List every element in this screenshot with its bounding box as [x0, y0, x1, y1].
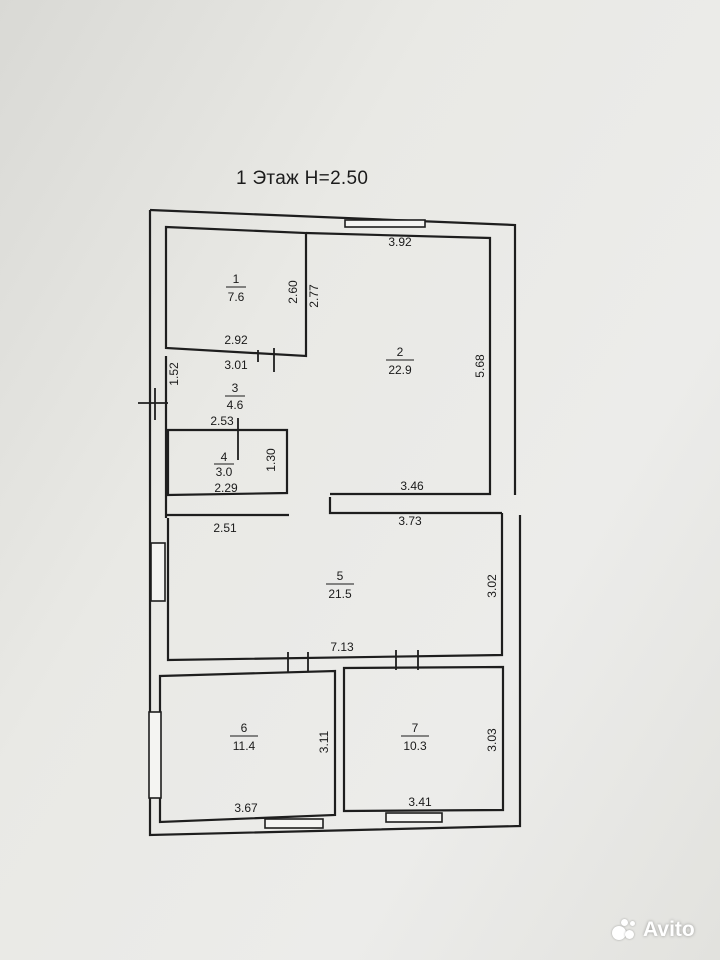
- avito-text: Avito: [643, 918, 695, 941]
- dim-2-29: 2.29: [214, 481, 238, 495]
- dim-2-92: 2.92: [224, 333, 248, 347]
- window-bottom-left: [264, 818, 324, 829]
- avito-watermark: Avito: [612, 918, 695, 942]
- window-room-6: [148, 711, 162, 799]
- partition-right: [328, 497, 502, 515]
- room-5-walls: [166, 513, 504, 662]
- dim-2-60: 2.60: [286, 280, 300, 304]
- dim-3-02: 3.02: [485, 574, 499, 598]
- dim-3-92: 3.92: [388, 235, 412, 249]
- dim-2-53: 2.53: [210, 414, 234, 428]
- dim-3-73: 3.73: [398, 514, 422, 528]
- room-2-walls: [305, 231, 492, 496]
- dim-3-46: 3.46: [400, 479, 424, 493]
- room-3-number: 3: [232, 381, 239, 395]
- room-5-area: 21.5: [328, 587, 352, 601]
- room-1-walls: [164, 225, 308, 358]
- room-4-area: 3.0: [216, 465, 233, 479]
- room-1-area: 7.6: [228, 290, 245, 304]
- windows: [148, 219, 443, 829]
- room-labels: 1 7.6 2 22.9 3 4.6 4 3.0 5 21.5 6 11.4 7…: [214, 272, 429, 753]
- dim-1-30: 1.30: [264, 448, 278, 472]
- room-7-area: 10.3: [403, 739, 427, 753]
- dim-2-77: 2.77: [307, 284, 321, 308]
- dim-7-13: 7.13: [330, 640, 354, 654]
- walls: [148, 208, 522, 837]
- room-1-number: 1: [233, 272, 240, 286]
- room-6-number: 6: [241, 721, 248, 735]
- outer-wall-left-bottom: [148, 210, 522, 837]
- avito-logo-icon: [612, 918, 638, 942]
- door-room-6: [287, 652, 309, 672]
- room-2-area: 22.9: [388, 363, 412, 377]
- dim-3-67: 3.67: [234, 801, 258, 815]
- outer-wall-top-right: [149, 208, 517, 495]
- dim-3-01: 3.01: [224, 358, 248, 372]
- dim-3-11: 3.11: [317, 730, 331, 753]
- room-7-number: 7: [412, 721, 419, 735]
- dimension-labels: 3.92 2.60 2.77 2.92 3.01 5.68 1.52 2.53 …: [167, 235, 499, 815]
- room-7-walls: [342, 665, 505, 813]
- room-4-number: 4: [221, 450, 228, 464]
- room-2-number: 2: [397, 345, 404, 359]
- room-5-number: 5: [337, 569, 344, 583]
- dim-2-51: 2.51: [213, 521, 237, 535]
- room-4-walls: [166, 428, 289, 497]
- window-bottom-right: [385, 812, 443, 823]
- door-room-7: [395, 650, 419, 670]
- room-6-area: 11.4: [233, 739, 256, 753]
- window-room-5: [150, 542, 166, 602]
- dim-3-41: 3.41: [408, 795, 432, 809]
- dim-5-68: 5.68: [473, 354, 487, 378]
- dim-3-03: 3.03: [485, 728, 499, 752]
- dim-1-52: 1.52: [167, 362, 181, 386]
- floor-title: 1 Этаж H=2.50: [236, 168, 369, 189]
- door-marks: [138, 348, 419, 672]
- room-3-area: 4.6: [227, 398, 244, 412]
- window-top: [344, 219, 426, 228]
